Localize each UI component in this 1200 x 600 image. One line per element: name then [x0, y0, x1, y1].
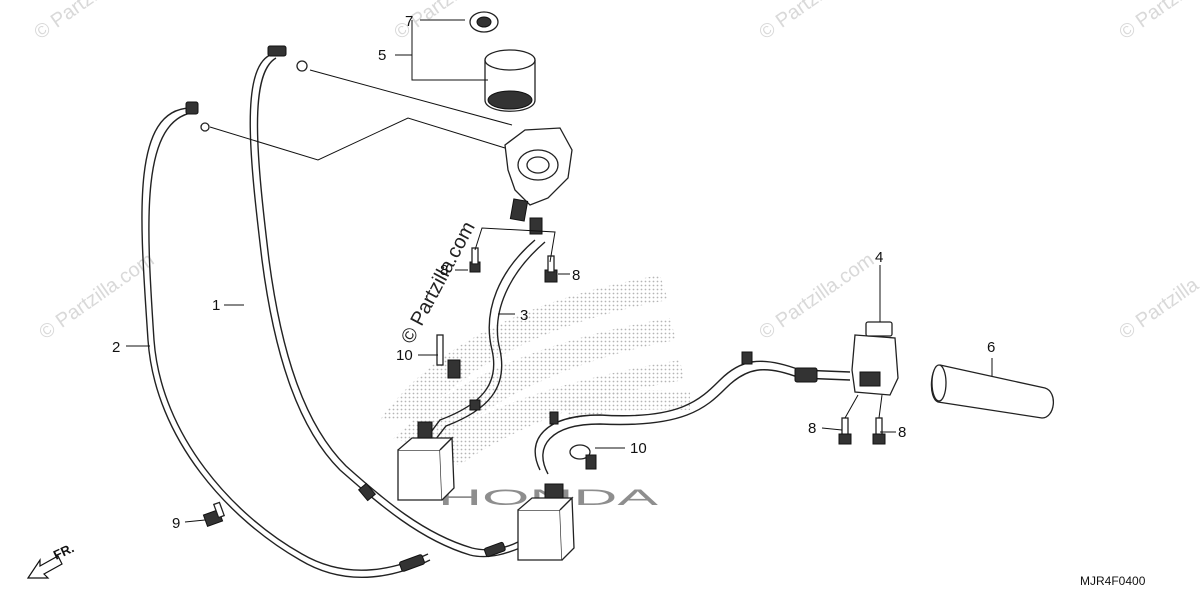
cable-2	[141, 101, 431, 578]
callout-7: 7	[405, 13, 413, 30]
callout-2: 2	[112, 339, 120, 356]
leader-line	[395, 19, 488, 81]
front-direction-label: FR.	[51, 540, 76, 562]
callout-4: 4	[875, 249, 883, 266]
watermark-text: © Partzilla.com	[30, 0, 153, 44]
leader-line	[309, 69, 513, 126]
cable-1	[249, 45, 521, 572]
watermark-text: © Partzilla.com	[1115, 249, 1200, 344]
callout-8-b: 8	[572, 267, 580, 284]
leader-line	[184, 519, 206, 523]
wire-harness-3	[424, 239, 546, 445]
connector-left	[397, 421, 455, 501]
bolt-8-switch-left	[838, 417, 852, 445]
grip-end-cap	[469, 11, 499, 33]
callout-10-b: 10	[630, 440, 647, 457]
honda-wing-logo	[380, 275, 690, 465]
front-direction-arrow: FR.	[26, 540, 76, 579]
callout-5: 5	[378, 47, 386, 64]
diagram-code: MJR4F0400	[1080, 574, 1146, 588]
bolt-8-switch-right	[872, 417, 886, 445]
callout-8-c: 8	[808, 420, 816, 437]
leader-line	[821, 427, 896, 433]
bolt-8-left	[469, 247, 481, 273]
leader-line	[844, 394, 883, 419]
throttle-grip	[484, 49, 536, 112]
wire-harness-right	[534, 351, 851, 475]
bolt-8-right	[544, 255, 558, 283]
leader-line	[474, 227, 556, 263]
clip-10-left	[436, 334, 461, 379]
watermark-text: © Partzilla.com	[1115, 0, 1200, 44]
leader-line	[209, 117, 506, 161]
clip-10-right	[569, 444, 625, 470]
left-grip	[930, 364, 1054, 419]
watermark-text: © Partzilla.com	[755, 249, 878, 344]
fastener-9	[202, 501, 226, 528]
connector-right	[517, 483, 575, 561]
callout-8-d: 8	[898, 424, 906, 441]
callout-10-a: 10	[396, 347, 413, 364]
callout-3: 3	[520, 307, 528, 324]
watermark-text: © Partzilla.com	[35, 249, 158, 344]
handlebar-switch	[851, 321, 899, 396]
throttle-housing	[504, 127, 573, 235]
callout-8-a: 8	[440, 262, 448, 279]
watermark-text-center: © Partzilla.com	[397, 218, 480, 347]
watermark-text: © Partzilla.com	[755, 0, 878, 44]
callout-6: 6	[987, 339, 995, 356]
callout-1: 1	[212, 297, 220, 314]
callout-9: 9	[172, 515, 180, 532]
